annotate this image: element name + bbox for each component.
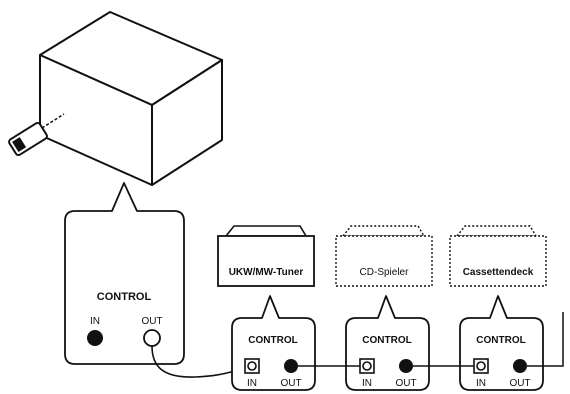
cassette-deck-out-jack	[513, 359, 527, 373]
cd-player-out-label: OUT	[395, 378, 416, 389]
cd-player-name-label: CD-Spieler	[360, 267, 410, 278]
cassette-deck-out-label: OUT	[509, 378, 530, 389]
cassette-deck-in-label: IN	[476, 378, 486, 389]
cd-player-in-jack	[359, 358, 375, 374]
tuner-name-label: UKW/MW-Tuner	[229, 267, 304, 278]
cassette-deck-control-label: CONTROL	[476, 335, 525, 346]
cd-player-in-label: IN	[362, 378, 372, 389]
tuner-control-label: CONTROL	[248, 335, 297, 346]
tuner-out-label: OUT	[280, 378, 301, 389]
tuner-out-jack	[284, 359, 298, 373]
daisy-chain-cables	[298, 312, 564, 367]
main-out-label: OUT	[141, 316, 162, 327]
tuner-device: UKW/MW-Tuner	[217, 225, 315, 287]
cd-player-out-jack	[399, 359, 413, 373]
main-in-label: IN	[90, 316, 100, 327]
main-control-label: CONTROL	[97, 291, 152, 303]
cd-player-control-label: CONTROL	[362, 335, 411, 346]
tuner-in-label: IN	[247, 378, 257, 389]
cassette-deck-device: Cassettendeck	[449, 225, 547, 287]
remote-control-icon	[8, 121, 48, 157]
main-control-callout	[64, 182, 185, 365]
main-in-jack	[87, 330, 103, 346]
tuner-in-jack	[244, 358, 260, 374]
signal-arrow-icon	[41, 113, 65, 129]
cd-player-device: CD-Spieler	[335, 225, 433, 287]
cassette-deck-name-label: Cassettendeck	[463, 267, 534, 278]
main-out-jack	[143, 329, 161, 347]
amplifier-box	[39, 11, 223, 186]
cassette-deck-in-jack	[473, 358, 489, 374]
